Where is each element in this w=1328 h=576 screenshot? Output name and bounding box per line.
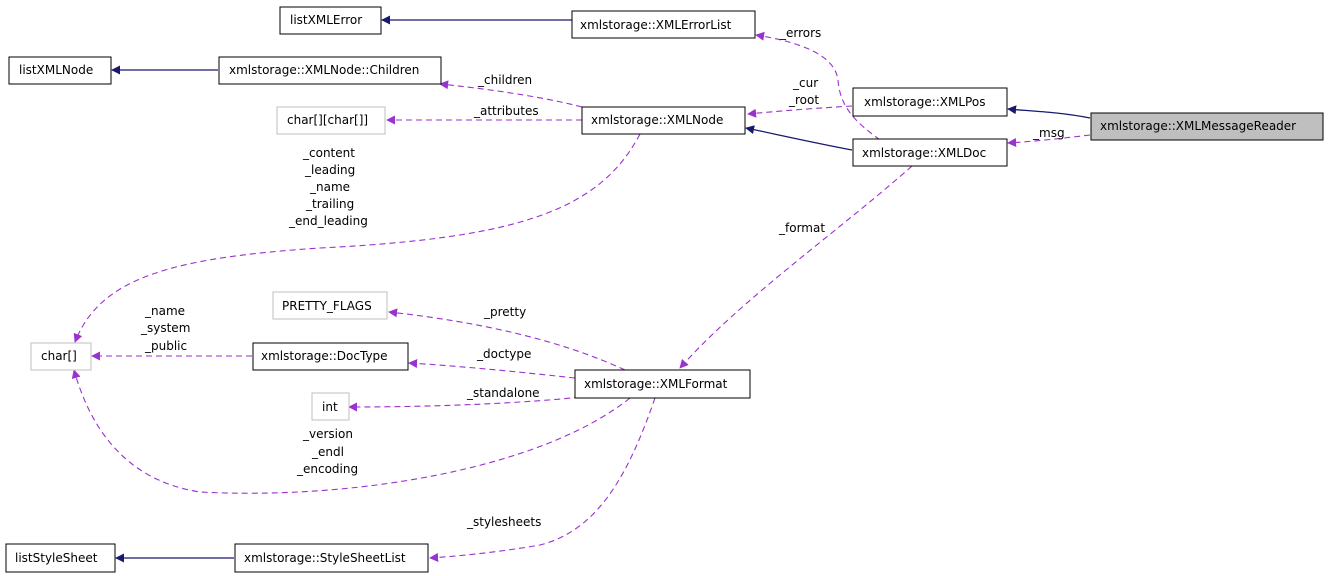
node-xmlmessagereader-label: xmlstorage::XMLMessageReader	[1100, 119, 1296, 133]
node-xmlformat-label: xmlstorage::XMLFormat	[584, 377, 728, 391]
edge-messagereader-msg-xmldoc	[1007, 134, 1091, 147]
node-xmlformat[interactable]: xmlstorage::XMLFormat	[574, 369, 751, 399]
node-stylesheetlist-label: xmlstorage::StyleSheetList	[244, 551, 406, 565]
label-end-leading: _end_leading	[288, 214, 368, 228]
node-chararr-map[interactable]: char[][char[]]	[276, 106, 386, 135]
label-children: _children	[477, 73, 532, 87]
edge-xmlformat-stylesheets-stylesheetlist	[429, 397, 656, 562]
edge-xmldoc-format-xmlformat	[679, 165, 913, 369]
label-root: _root	[788, 93, 819, 107]
label-endl: _endl	[311, 445, 344, 459]
node-chararr-label: char[]	[41, 349, 77, 363]
node-liststylesheet[interactable]: listStyleSheet	[5, 543, 116, 573]
label-encoding: _encoding	[296, 462, 358, 476]
label-content: _content	[302, 146, 355, 160]
node-pretty-flags[interactable]: PRETTY_FLAGS	[272, 291, 388, 320]
node-xmlmessagereader[interactable]: xmlstorage::XMLMessageReader	[1090, 112, 1324, 141]
node-pretty-flags-label: PRETTY_FLAGS	[282, 299, 372, 313]
label-cur: _cur	[792, 76, 818, 90]
node-xmlpos[interactable]: xmlstorage::XMLPos	[852, 87, 1008, 117]
label-attributes: _attributes	[473, 104, 539, 118]
node-chararr[interactable]: char[]	[30, 342, 92, 371]
node-int[interactable]: int	[311, 392, 350, 421]
node-xmlerrorlist-label: xmlstorage::XMLErrorList	[580, 18, 732, 32]
node-chararr-map-label: char[][char[]]	[287, 113, 368, 127]
label-name-doctype: _name	[144, 304, 185, 318]
node-xmlnode[interactable]: xmlstorage::XMLNode	[581, 106, 746, 135]
node-doctype[interactable]: xmlstorage::DocType	[252, 342, 409, 371]
node-xmlerrorlist[interactable]: xmlstorage::XMLErrorList	[571, 10, 756, 39]
node-stylesheetlist[interactable]: xmlstorage::StyleSheetList	[234, 543, 429, 573]
node-listxmlnode[interactable]: listXMLNode	[8, 56, 112, 85]
node-xmlnode-children-label: xmlstorage::XMLNode::Children	[229, 63, 419, 77]
label-standalone: _standalone	[466, 386, 540, 400]
label-msg: _msg	[1032, 126, 1065, 140]
label-version: _version	[302, 427, 353, 441]
edge-xmlformat-pretty-prettyflags	[388, 308, 626, 371]
label-system: _system	[140, 321, 190, 335]
node-int-label: int	[322, 400, 338, 414]
label-pretty: _pretty	[483, 305, 526, 319]
node-xmlnode-label: xmlstorage::XMLNode	[591, 113, 723, 127]
label-doctype: _doctype	[476, 347, 531, 361]
edge-xmlpos-cur-root-xmlnode	[747, 105, 853, 118]
label-leading: _leading	[304, 163, 355, 177]
node-listxmlerror[interactable]: listXMLError	[279, 6, 382, 35]
edge-xmlformat-standalone-int	[348, 395, 591, 412]
node-xmlnode-children[interactable]: xmlstorage::XMLNode::Children	[218, 56, 442, 85]
edge-messagereader-to-xmlpos	[1007, 105, 1091, 119]
node-xmlpos-label: xmlstorage::XMLPos	[864, 95, 985, 109]
node-doctype-label: xmlstorage::DocType	[261, 349, 388, 363]
label-trailing: _trailing	[305, 197, 354, 211]
edge-xmlnode-strings-chararr	[73, 133, 641, 343]
label-format: _format	[778, 221, 825, 235]
edge-xmldoc-to-xmlnode	[745, 125, 853, 151]
label-stylesheets: _stylesheets	[466, 515, 541, 529]
edge-xmlnode-children-children	[439, 80, 583, 108]
label-errors: _errors	[779, 26, 821, 40]
node-xmldoc-label: xmlstorage::XMLDoc	[862, 146, 986, 160]
node-xmldoc[interactable]: xmlstorage::XMLDoc	[852, 138, 1008, 167]
label-name-node: _name	[309, 180, 350, 194]
edge-xmlformat-doctype-doctype	[408, 358, 576, 379]
node-listxmlnode-label: listXMLNode	[19, 63, 93, 77]
node-listxmlerror-label: listXMLError	[290, 13, 362, 27]
node-liststylesheet-label: listStyleSheet	[15, 551, 98, 565]
label-public: _public	[144, 339, 187, 353]
edge-xmldoc-errors-xmlerrorlist	[755, 31, 881, 141]
edge-xmlformat-strings-chararr	[71, 369, 631, 494]
